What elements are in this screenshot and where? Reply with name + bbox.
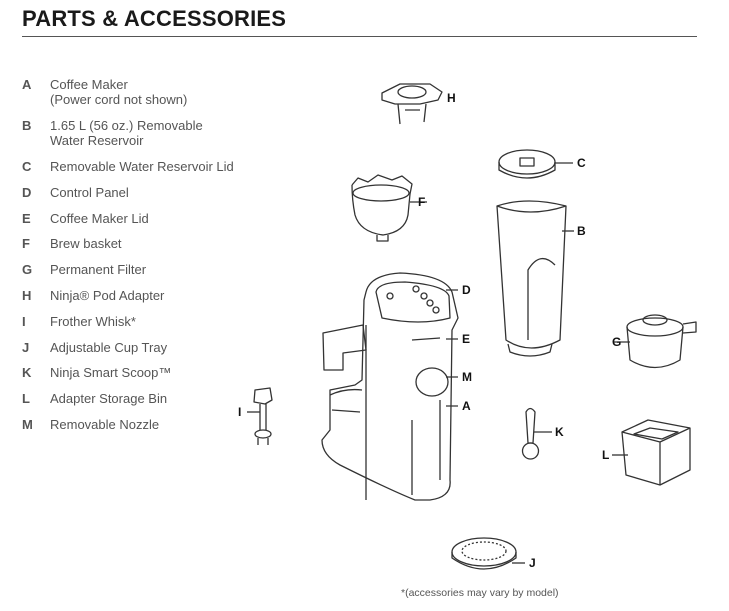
part-label: Brew basket xyxy=(50,236,122,252)
coffee-maker-illustration xyxy=(321,272,459,501)
callout-e: E xyxy=(462,332,470,346)
list-item: K Ninja Smart Scoop™ xyxy=(22,365,302,391)
list-item: F Brew basket xyxy=(22,236,302,262)
list-item: I Frother Whisk* xyxy=(22,314,302,340)
callout-c: C xyxy=(577,156,586,170)
reservoir-lid-illustration xyxy=(498,149,573,179)
part-label: Frother Whisk* xyxy=(50,313,136,329)
part-letter: A xyxy=(22,77,32,92)
frother-whisk-illustration xyxy=(247,387,273,445)
part-letter: D xyxy=(22,184,32,200)
part-label: Ninja Smart Scoop™ xyxy=(50,365,172,381)
callout-h: H xyxy=(447,91,456,105)
part-label: Removable Water Reservoir Lid xyxy=(50,159,234,174)
part-label: Adjustable Cup Tray xyxy=(50,339,168,355)
part-letter: L xyxy=(22,391,30,407)
part-label: Permanent Filter xyxy=(50,262,147,278)
part-letter: G xyxy=(22,262,33,278)
list-item: L Adapter Storage Bin xyxy=(22,391,302,417)
smart-scoop-illustration xyxy=(521,407,552,460)
part-letter: H xyxy=(22,287,32,303)
callout-b: B xyxy=(577,224,586,238)
part-label: Control Panel xyxy=(50,184,129,200)
callout-k: K xyxy=(555,425,564,439)
footnote: *(accessories may vary by model) xyxy=(401,587,559,599)
part-letter: C xyxy=(22,159,32,174)
title-divider xyxy=(22,36,697,37)
callout-g: G xyxy=(612,335,621,349)
list-item: J Adjustable Cup Tray xyxy=(22,340,302,366)
callout-j: J xyxy=(529,556,536,570)
part-label: Coffee Maker Lid xyxy=(50,210,149,226)
cup-tray-illustration xyxy=(451,537,525,570)
adapter-storage-bin-illustration xyxy=(612,419,691,486)
part-letter: J xyxy=(22,339,30,355)
brew-basket-illustration xyxy=(351,174,427,242)
callout-a: A xyxy=(462,399,471,413)
callout-f: F xyxy=(418,195,425,209)
list-item: H Ninja® Pod Adapter xyxy=(22,288,302,314)
part-letter: I xyxy=(22,313,26,329)
part-letter: E xyxy=(22,210,31,226)
callout-l: L xyxy=(602,448,609,462)
part-label: Adapter Storage Bin xyxy=(50,391,168,407)
parts-list: A Coffee Maker(Power cord not shown) B 1.6… xyxy=(22,77,302,443)
part-letter: F xyxy=(22,236,30,252)
pod-adapter-illustration xyxy=(381,83,443,125)
list-item: E Coffee Maker Lid xyxy=(22,211,302,237)
permanent-filter-illustration xyxy=(613,314,697,369)
part-letter: M xyxy=(22,416,33,432)
part-letter: B xyxy=(22,118,32,133)
part-label: Removable Nozzle xyxy=(50,416,160,432)
part-label: Ninja® Pod Adapter xyxy=(50,287,165,303)
callout-d: D xyxy=(462,283,471,297)
list-item: A Coffee Maker(Power cord not shown) xyxy=(22,77,302,118)
water-reservoir-illustration xyxy=(496,200,574,357)
page-title: PARTS & ACCESSORIES xyxy=(22,6,287,31)
list-item: C Removable Water Reservoir Lid xyxy=(22,159,302,185)
list-item: M Removable Nozzle xyxy=(22,417,302,443)
list-item: D Control Panel xyxy=(22,185,302,211)
part-letter: K xyxy=(22,365,32,381)
callout-m: M xyxy=(462,370,472,384)
list-item: G Permanent Filter xyxy=(22,262,302,288)
part-label: Coffee Maker(Power cord not shown) xyxy=(50,77,188,107)
callout-i: I xyxy=(238,405,241,419)
